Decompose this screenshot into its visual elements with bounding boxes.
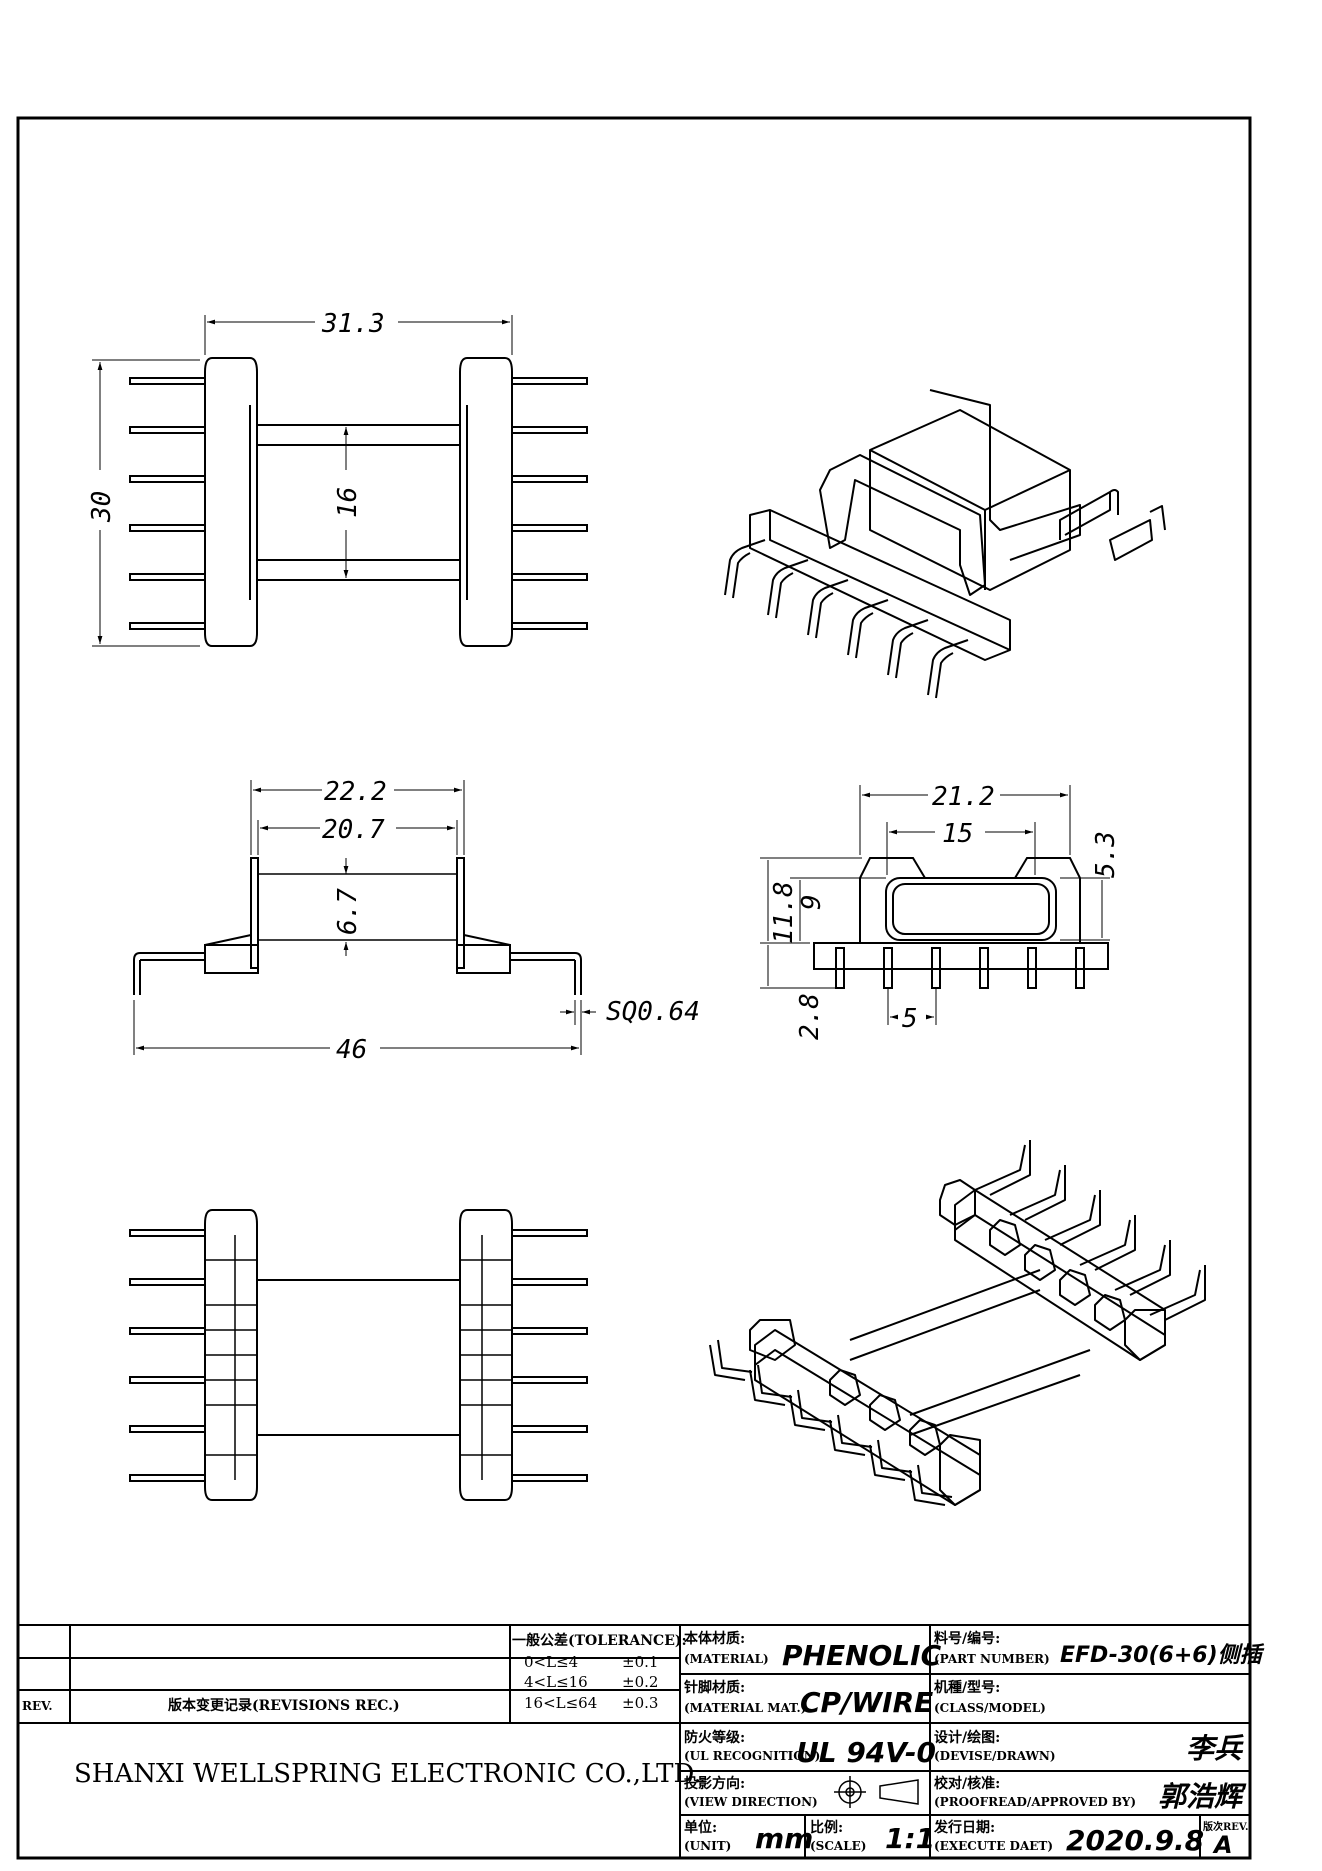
company-name: SHANXI WELLSPRING ELECTRONIC CO.,LTD.	[74, 1759, 702, 1789]
drawn-label: 设计/绘图:	[934, 1729, 1000, 1746]
dim-top-width: 31.3	[321, 309, 385, 339]
tolerance-range-3: 16<L≤64	[524, 1694, 597, 1712]
dim-end-mid: 9	[797, 894, 827, 910]
iso-view-lower	[709, 1140, 1206, 1506]
dim-side-outer: 22.2	[324, 777, 387, 807]
tolerance-title: 一般公差(TOLERANCE):	[512, 1632, 687, 1649]
approved-label: 校对/核准:	[934, 1775, 1000, 1792]
tolerance-value-2: ±0.2	[622, 1673, 658, 1691]
bottom-view	[129, 1209, 588, 1501]
dim-end-total: 11.8	[769, 881, 799, 944]
ul-label: 防火等级:	[684, 1729, 745, 1746]
top-view	[92, 315, 588, 647]
end-view	[760, 785, 1110, 1025]
dim-end-pitch: 5	[902, 1004, 918, 1034]
ul-sub: (UL RECOGNITION)	[684, 1749, 820, 1763]
approved-sub: (PROOFREAD/APPROVED BY)	[934, 1795, 1136, 1809]
dim-side-inner: 20.7	[322, 815, 385, 845]
tolerance-range-2: 4<L≤16	[524, 1673, 588, 1691]
tolerance-range-1: 0<L≤4	[524, 1653, 578, 1671]
dim-top-inner: 16	[333, 487, 363, 518]
class-sub: (CLASS/MODEL)	[934, 1701, 1046, 1715]
rev-cell-label: 版次REV.	[1203, 1820, 1248, 1833]
wire-sub: (MATERIAL MAT.)	[684, 1701, 806, 1715]
iso-view-upper	[724, 389, 1166, 699]
part-label: 料号/编号:	[934, 1630, 1000, 1647]
drawn-sub: (DEVISE/DRAWN)	[934, 1749, 1056, 1763]
unit-value: mm	[755, 1822, 813, 1855]
title-block	[18, 1624, 1250, 1858]
drawn-value: 李兵	[1186, 1732, 1244, 1765]
scale-label: 比例:	[810, 1819, 843, 1836]
date-sub: (EXECUTE DAET)	[934, 1839, 1053, 1853]
approved-value: 郭浩辉	[1158, 1780, 1247, 1813]
revisions-label: 版本变更记录(REVISIONS REC.)	[168, 1697, 400, 1714]
dim-end-outer: 21.2	[932, 782, 995, 812]
material-sub: (MATERIAL)	[684, 1652, 769, 1666]
projection-symbol-icon	[834, 1776, 919, 1808]
wire-value: CP/WIRE	[800, 1686, 933, 1719]
rev-value: A	[1212, 1831, 1233, 1859]
unit-sub: (UNIT)	[684, 1839, 731, 1853]
scale-sub: (SCALE)	[810, 1839, 866, 1853]
date-label: 发行日期:	[933, 1819, 995, 1836]
class-label: 机種/型号:	[934, 1679, 1000, 1696]
dim-side-total: 46	[336, 1035, 367, 1065]
wire-label: 针脚材质:	[683, 1679, 745, 1696]
unit-label: 单位:	[684, 1819, 717, 1836]
dim-end-inner: 15	[942, 819, 973, 849]
scale-value: 1:1	[885, 1822, 935, 1855]
side-view	[133, 780, 596, 1055]
ul-value: UL 94V-0	[796, 1736, 936, 1769]
material-label: 本体材质:	[684, 1630, 745, 1647]
material-value: PHENOLIC	[782, 1639, 942, 1672]
part-value: EFD-30(6+6)侧插	[1060, 1643, 1265, 1668]
part-sub: (PART NUMBER)	[934, 1652, 1050, 1666]
tolerance-value-1: ±0.1	[622, 1653, 658, 1671]
dim-end-pin: 2.8	[795, 993, 825, 1040]
view-sub: (VIEW DIRECTION)	[684, 1795, 818, 1809]
rev-label: REV.	[22, 1699, 53, 1713]
date-value: 2020.9.8	[1066, 1824, 1204, 1857]
dim-pin-size: SQ0.64	[606, 997, 700, 1027]
dim-top-height: 30	[87, 491, 117, 523]
tolerance-value-3: ±0.3	[622, 1694, 658, 1712]
dim-side-height: 6.7	[333, 888, 363, 935]
sheet-border	[16, 116, 1252, 1860]
view-label: 投影方向:	[684, 1775, 745, 1792]
dim-end-right: 5.3	[1091, 831, 1121, 878]
